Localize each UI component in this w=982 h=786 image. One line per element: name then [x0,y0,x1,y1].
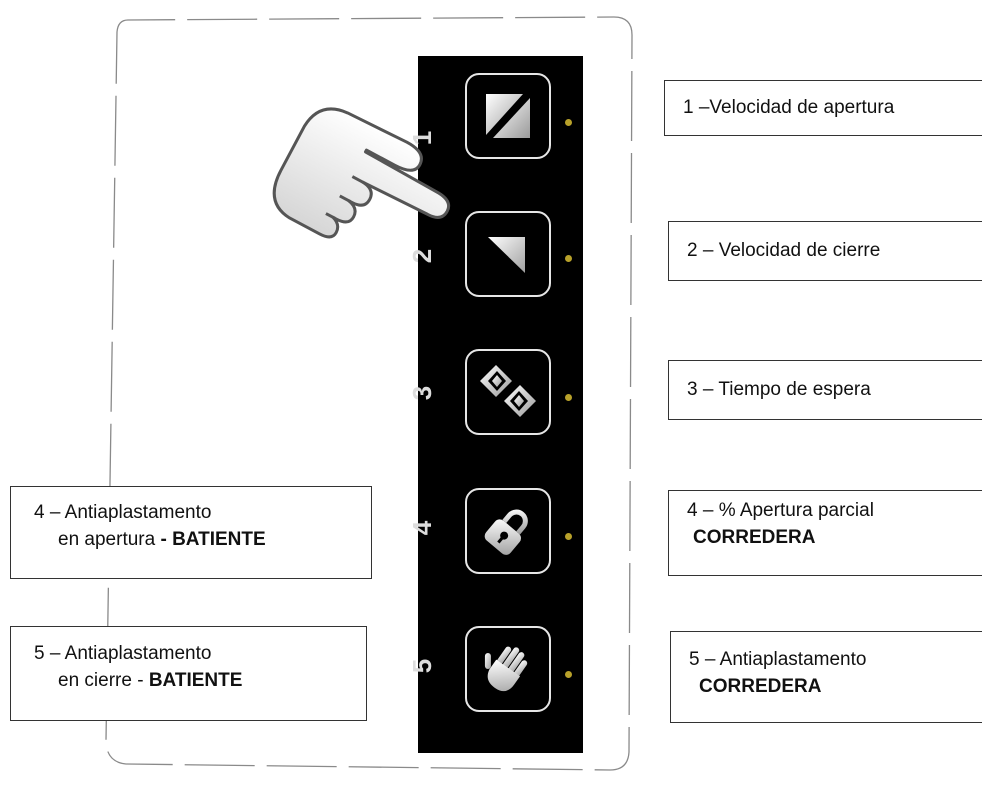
label-text: 5 – Antiaplastamento [34,643,212,664]
label-bold-text: CORREDERA [699,676,822,697]
label-opening-speed: 1 –Velocidad de apertura [664,80,982,136]
label-text: 1 –Velocidad de apertura [683,97,895,118]
label-anti-crush-opening-swing: 4 – Antiaplastamento en apertura - BATIE… [10,486,372,579]
padlock-icon [484,509,528,555]
label-anti-crush-sliding: 5 – Antiaplastamento CORREDERA [670,631,982,723]
partial-opening-button[interactable] [465,488,551,574]
status-led-1 [565,119,572,126]
label-text: en apertura [58,529,161,550]
status-led-4 [565,533,572,540]
button-number-4: 4 [406,520,437,536]
label-partial-opening-sliding: 4 – % Apertura parcial CORREDERA [668,490,982,576]
label-closing-speed: 2 – Velocidad de cierre [668,221,982,281]
opening-speed-button[interactable] [465,73,551,159]
hourglass-diamond-icon [480,365,536,417]
wait-time-button[interactable] [465,349,551,435]
label-wait-time: 3 – Tiempo de espera [668,360,982,420]
label-text: en cierre - [58,670,149,691]
status-led-2 [565,255,572,262]
status-led-5 [565,671,572,678]
button-number-5: 5 [406,658,437,674]
label-anti-crush-closing-swing: 5 – Antiaplastamento en cierre - BATIENT… [10,626,367,721]
label-text: 2 – Velocidad de cierre [687,240,881,261]
label-text: 5 – Antiaplastamento [689,649,867,670]
split-square-icon [486,94,530,138]
hand-icon [484,646,528,692]
corner-triangle-icon [488,237,525,273]
closing-speed-button[interactable] [465,211,551,297]
label-bold-text: - BATIENTE [160,529,266,550]
label-text: 4 – Antiaplastamento [34,502,212,523]
control-panel: 1 2 3 [407,56,583,753]
label-bold-text: BATIENTE [148,670,243,691]
pointing-hand-icon [272,107,451,239]
label-text: 3 – Tiempo de espera [687,379,871,400]
button-number-3: 3 [406,385,437,401]
status-led-3 [565,394,572,401]
label-text: 4 – % Apertura parcial [687,500,874,521]
anti-crush-button[interactable] [465,626,551,712]
label-bold-text: CORREDERA [693,527,816,548]
